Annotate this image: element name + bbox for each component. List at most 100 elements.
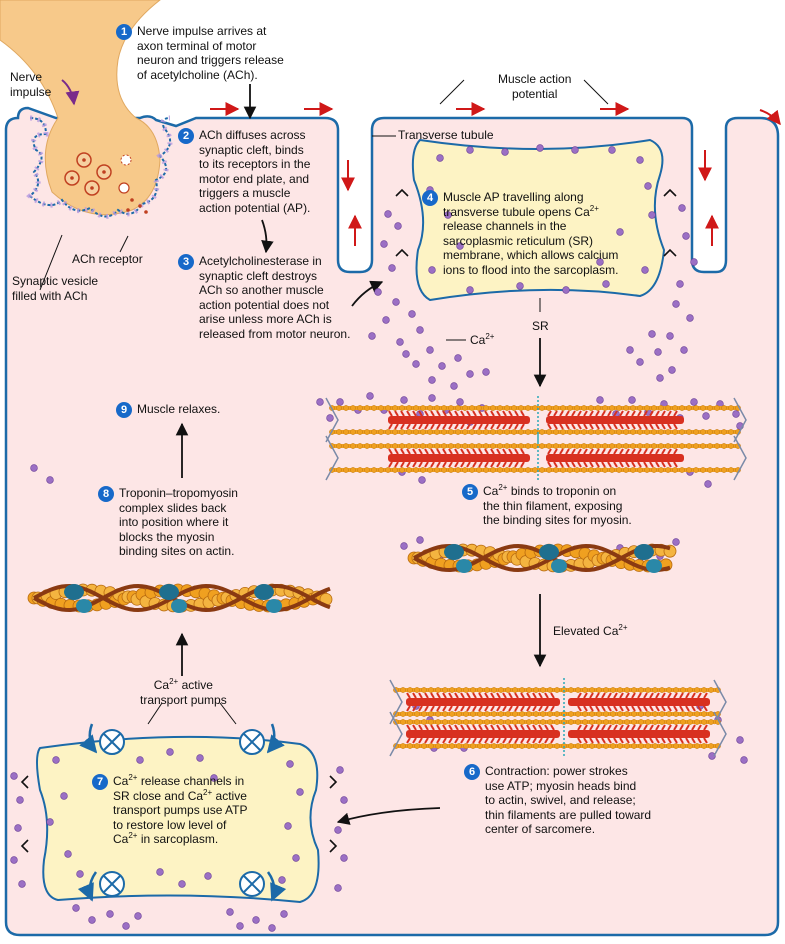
- step-2: 2 ACh diffuses across synaptic cleft, bi…: [178, 128, 310, 215]
- actin-bead: [428, 687, 434, 693]
- troponin: [64, 584, 84, 600]
- myosin-head: [490, 423, 495, 430]
- actin-bead: [400, 711, 406, 717]
- actin-bead: [596, 743, 602, 749]
- actin-bead: [568, 743, 574, 749]
- calcium-ion: [672, 300, 680, 308]
- actin-bead: [364, 429, 370, 435]
- actin-bead: [630, 405, 636, 411]
- actin-bead: [385, 467, 391, 473]
- myosin-head: [667, 448, 672, 455]
- troponin: [444, 544, 464, 560]
- myosin-head: [418, 448, 423, 455]
- myosin-head: [583, 737, 588, 744]
- actin-bead: [694, 711, 700, 717]
- myosin-head: [526, 692, 531, 699]
- myosin-head: [607, 724, 612, 731]
- actin-bead: [666, 743, 672, 749]
- myosin-head: [703, 705, 708, 712]
- myosin-head: [460, 448, 465, 455]
- actin-bead: [595, 443, 601, 449]
- actin-bead: [526, 711, 532, 717]
- actin-bead: [582, 687, 588, 693]
- actin-bead: [673, 743, 679, 749]
- actin-bead: [442, 687, 448, 693]
- myosin-head: [607, 410, 612, 417]
- actin-bead: [603, 711, 609, 717]
- elevated-ca-text: Elevated Ca: [553, 624, 619, 638]
- actin-bead: [420, 443, 426, 449]
- myosin-head: [424, 724, 429, 731]
- actin-bead: [659, 711, 665, 717]
- myosin-head: [625, 410, 630, 417]
- myosin-head: [436, 448, 441, 455]
- myosin-head: [406, 724, 411, 731]
- myosin-head: [418, 705, 423, 712]
- actin-bead: [525, 429, 531, 435]
- myosin-head: [625, 724, 630, 731]
- thick-filament: [388, 416, 530, 424]
- actin-bead: [547, 743, 553, 749]
- myosin-head: [661, 410, 666, 417]
- actin-bead: [637, 467, 643, 473]
- step-5-line: Ca2+ binds to troponin on: [483, 484, 632, 499]
- actin-bead: [497, 443, 503, 449]
- z-disc: [325, 435, 339, 481]
- actin-bead: [589, 711, 595, 717]
- actin-bead: [644, 467, 650, 473]
- actin-bead: [680, 711, 686, 717]
- actin-bead: [532, 429, 538, 435]
- calcium-ion: [388, 264, 396, 272]
- actin-bead: [679, 443, 685, 449]
- calcium-ion: [690, 398, 698, 406]
- myosin-head: [388, 410, 393, 417]
- actin-bead: [617, 743, 623, 749]
- actin-bead: [505, 711, 511, 717]
- active-transport-pumps: [77, 723, 287, 902]
- myosin-head: [520, 737, 525, 744]
- actin-bead: [413, 405, 419, 411]
- myosin-head: [430, 461, 435, 468]
- actin-bead: [553, 405, 559, 411]
- actin-bead: [700, 467, 706, 473]
- myosin-head: [565, 448, 570, 455]
- calcium-ion: [466, 370, 474, 378]
- calcium-ion: [690, 258, 698, 266]
- myosin-head: [589, 410, 594, 417]
- actin-bead: [546, 405, 552, 411]
- actin-bead: [610, 743, 616, 749]
- myosin-head: [631, 410, 636, 417]
- myosin-head: [583, 461, 588, 468]
- myosin-head: [577, 423, 582, 430]
- step-7-text: release channels in: [140, 774, 245, 788]
- actin-bead: [350, 443, 356, 449]
- myosin-head: [595, 705, 600, 712]
- actin-bead: [707, 405, 713, 411]
- myosin-head: [577, 448, 582, 455]
- myosin-head: [565, 410, 570, 417]
- myosin-head: [544, 705, 549, 712]
- myosin-head: [631, 423, 636, 430]
- actin-bead: [623, 443, 629, 449]
- calcium-ion: [46, 476, 54, 484]
- myosin-head: [649, 423, 654, 430]
- z-disc: [713, 679, 727, 725]
- myosin-head: [655, 737, 660, 744]
- myosin-head: [520, 461, 525, 468]
- actin-bead: [406, 467, 412, 473]
- actin-bead: [414, 743, 420, 749]
- myosin-head: [424, 410, 429, 417]
- myosin-head: [571, 461, 576, 468]
- myosin-head: [559, 461, 564, 468]
- actin-bead: [721, 429, 727, 435]
- myosin-head: [637, 461, 642, 468]
- myosin-head: [496, 705, 501, 712]
- actin-bead: [448, 405, 454, 411]
- myosin-head: [631, 692, 636, 699]
- label-active-transport-pumps: Ca2+ active transport pumps: [140, 678, 227, 707]
- actin-bead: [679, 467, 685, 473]
- actin-bead: [512, 743, 518, 749]
- thick-filament: [406, 698, 560, 706]
- step-2-line: synaptic cleft, binds: [199, 142, 304, 157]
- myosin-head: [508, 448, 513, 455]
